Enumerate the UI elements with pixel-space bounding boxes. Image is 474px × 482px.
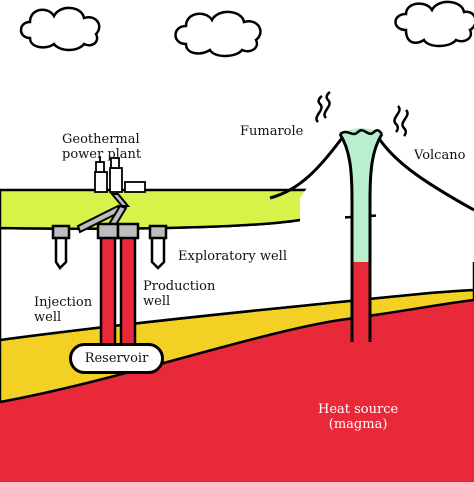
vent-top-wave (339, 129, 383, 136)
cloud-middle-icon (174, 10, 262, 58)
fumarole-label: Fumarole (240, 124, 304, 139)
injection-well (96, 222, 120, 350)
vent-outline (338, 133, 384, 342)
exploratory-well-left (51, 224, 71, 270)
cloud-left-icon (19, 6, 101, 52)
exploratory-well-right (148, 224, 168, 270)
volcano-mountain (300, 135, 474, 262)
geothermal-plant-label: Geothermal power plant (62, 132, 142, 162)
fumarole-steam-right-icon (393, 105, 409, 137)
production-well-label: Production well (143, 279, 216, 309)
volcano-outline (269, 133, 474, 212)
vent-magma (352, 262, 370, 342)
production-well (116, 222, 140, 350)
volcano-label: Volcano (414, 148, 466, 163)
magma-layer (0, 296, 474, 482)
exploratory-well-label: Exploratory well (178, 249, 287, 264)
power-plant-icon (94, 156, 146, 193)
injection-well-label: Injection well (34, 295, 93, 325)
heat-source-label: Heat source (magma) (318, 402, 399, 432)
cloud-right-icon (394, 0, 474, 48)
reservoir-label: Reservoir (69, 343, 164, 374)
fumarole-steam-left-icon (315, 90, 331, 123)
